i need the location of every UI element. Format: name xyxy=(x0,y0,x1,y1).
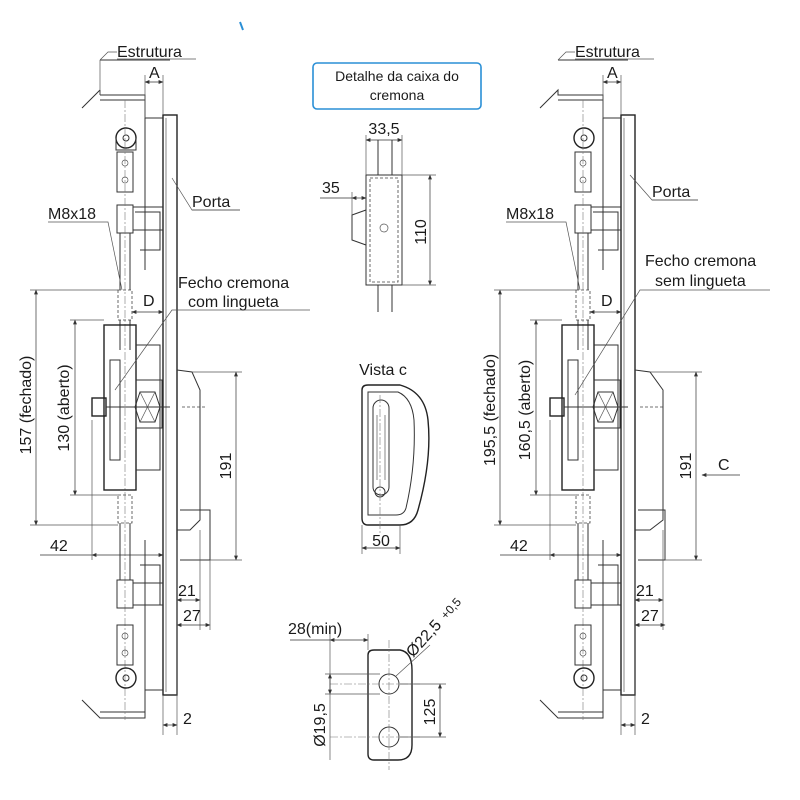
door-panel xyxy=(162,114,178,696)
detail-dim-width: 33,5 xyxy=(368,121,399,138)
detail-dim-35: 35 xyxy=(322,180,340,197)
right-dim-42: 42 xyxy=(510,538,528,555)
hole-dim-dia: Ø22,5 xyxy=(403,617,445,661)
detail-title-box xyxy=(312,62,482,110)
right-estrutura-label: Estrutura xyxy=(575,44,640,61)
detail-title-1: Detalhe da caixa do xyxy=(335,68,459,84)
left-estrutura-label: Estrutura xyxy=(117,44,182,61)
right-door-panel xyxy=(620,114,636,696)
left-porta-label: Porta xyxy=(192,194,230,211)
left-dim-2: 2 xyxy=(183,711,192,728)
left-m8x18-label: M8x18 xyxy=(48,206,96,223)
hole-dim-195: Ø19,5 xyxy=(312,703,329,747)
right-m8x18-label: M8x18 xyxy=(506,206,554,223)
detail-box-view xyxy=(320,135,436,312)
right-dim-closed: 195,5 (fechado) xyxy=(482,354,499,466)
top-roller xyxy=(115,127,137,149)
right-lock-label-1: Fecho cremona xyxy=(645,253,756,270)
right-dim-open: 160,5 (aberto) xyxy=(517,360,534,461)
left-dim-21: 21 xyxy=(178,583,196,600)
right-dim-a: A xyxy=(607,65,618,82)
left-lock-label-1: Fecho cremona xyxy=(178,275,289,292)
structure-bottom xyxy=(81,690,146,719)
right-dim-d: D xyxy=(601,293,613,310)
right-dim-21: 21 xyxy=(636,583,654,600)
left-assembly-view xyxy=(30,51,310,735)
left-lock-label-2: com lingueta xyxy=(188,294,279,311)
left-dim-a: A xyxy=(149,65,160,82)
vista-dim-50: 50 xyxy=(372,533,390,550)
right-assembly-view xyxy=(494,51,770,735)
hole-dim-tol: +0,5 xyxy=(438,595,464,622)
left-dim-191: 191 xyxy=(218,453,235,480)
left-dim-42: 42 xyxy=(50,538,68,555)
right-dim-2: 2 xyxy=(641,711,650,728)
left-dim-27: 27 xyxy=(183,608,201,625)
blue-mark xyxy=(239,21,244,31)
vista-title: Vista c xyxy=(359,362,407,379)
right-dim-191: 191 xyxy=(678,453,695,480)
structure-top xyxy=(81,89,146,118)
right-dim-c: C xyxy=(718,457,730,474)
right-porta-label: Porta xyxy=(652,184,690,201)
hole-pattern-view xyxy=(290,634,446,770)
left-dim-open: 130 (aberto) xyxy=(56,364,73,451)
detail-title-2: cremona xyxy=(370,87,425,103)
vista-c-view xyxy=(361,384,430,554)
detail-dim-110: 110 xyxy=(413,219,430,245)
right-lock-label-2: sem lingueta xyxy=(655,273,746,290)
hole-dim-min: 28(min) xyxy=(288,621,342,638)
right-dim-27: 27 xyxy=(641,608,659,625)
left-dim-closed: 157 (fechado) xyxy=(18,356,35,455)
left-dim-d: D xyxy=(143,293,155,310)
hole-dim-125: 125 xyxy=(422,699,439,726)
